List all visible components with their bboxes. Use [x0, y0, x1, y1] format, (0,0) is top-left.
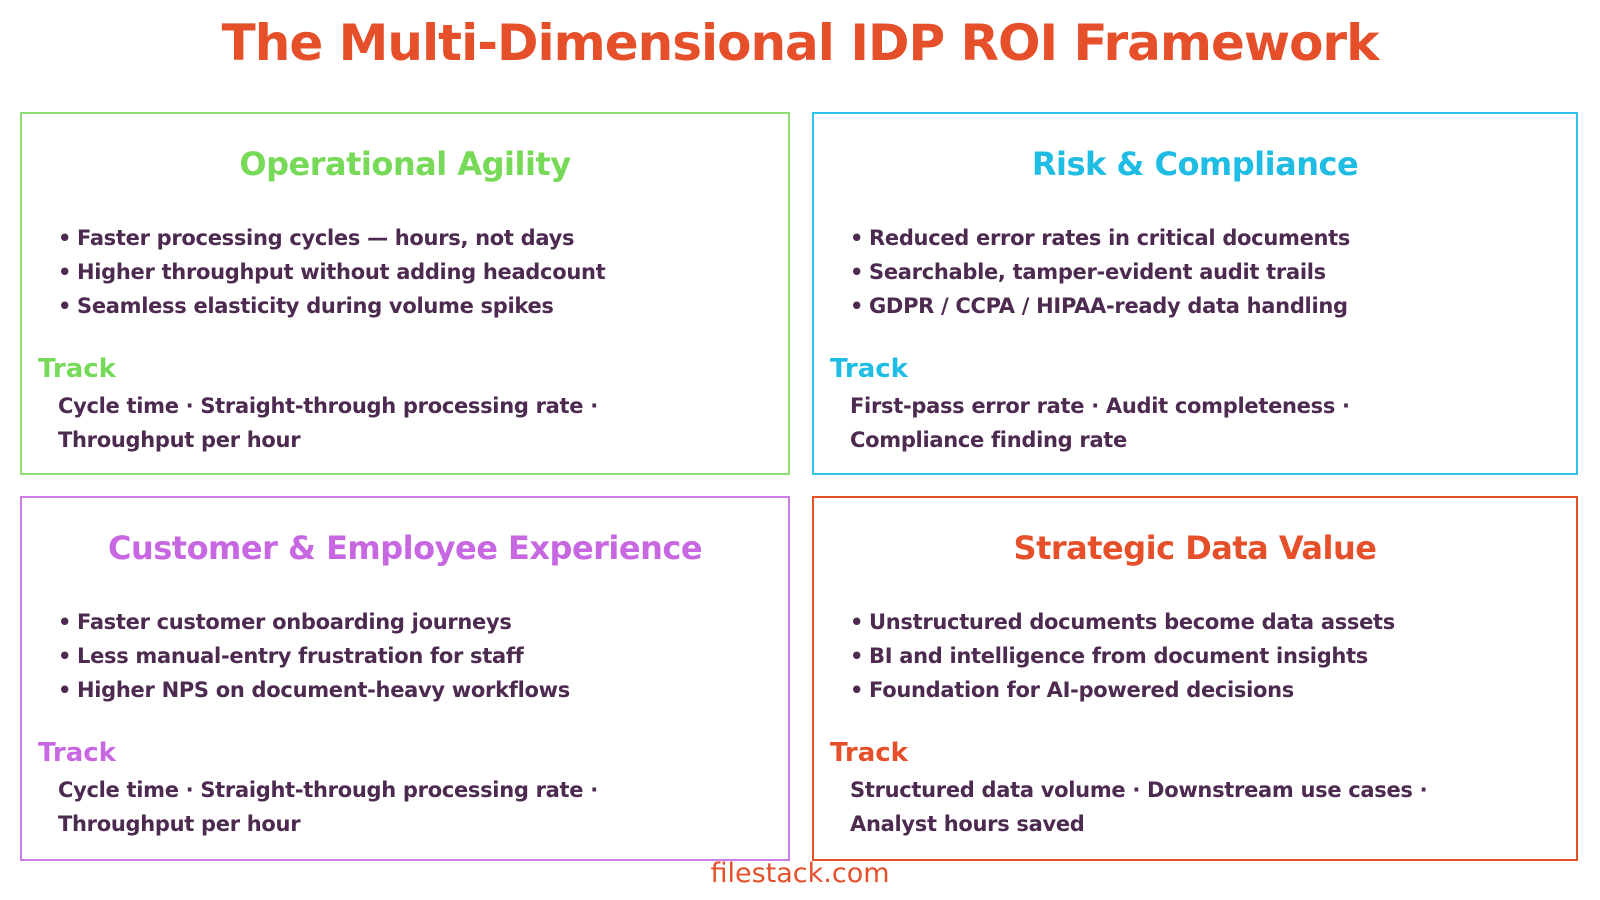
- track-metrics: Structured data volume · Downstream use …: [850, 773, 1576, 841]
- page-title: The Multi-Dimensional IDP ROI Framework: [221, 14, 1380, 72]
- bullet-item: Reduced error rates in critical document…: [850, 221, 1556, 255]
- quadrant-title: Customer & Employee Experience: [107, 529, 703, 567]
- bullet-item: Faster customer onboarding journeys: [58, 605, 768, 639]
- track-metrics-line2: Compliance finding rate: [850, 428, 1127, 452]
- bullet-list: Faster processing cycles — hours, not da…: [22, 221, 788, 323]
- track-metrics-line1: Cycle time · Straight-through processing…: [58, 778, 598, 802]
- quadrant-strategic-data-value: Strategic Data Value Unstructured docume…: [812, 496, 1578, 861]
- track-metrics-line1: Cycle time · Straight-through processing…: [58, 394, 598, 418]
- bullet-item: Higher NPS on document-heavy workflows: [58, 673, 768, 707]
- bullet-list: Unstructured documents become data asset…: [814, 605, 1576, 707]
- track-metrics: First-pass error rate · Audit completene…: [850, 389, 1576, 457]
- track-metrics-line1: Structured data volume · Downstream use …: [850, 778, 1428, 802]
- track-label: Track: [38, 354, 116, 384]
- quadrant-title: Strategic Data Value: [1013, 529, 1377, 567]
- bullet-item: BI and intelligence from document insigh…: [850, 639, 1556, 673]
- track-metrics-line2: Throughput per hour: [58, 428, 301, 452]
- quadrant-title: Risk & Compliance: [1031, 145, 1359, 183]
- track-metrics: Cycle time · Straight-through processing…: [58, 389, 788, 457]
- quadrant-risk-compliance: Risk & Compliance Reduced error rates in…: [812, 112, 1578, 475]
- footer-site-link[interactable]: filestack.com: [710, 858, 890, 889]
- track-label: Track: [830, 354, 908, 384]
- bullet-item: Searchable, tamper-evident audit trails: [850, 255, 1556, 289]
- quadrant-customer-employee-experience: Customer & Employee Experience Faster cu…: [20, 496, 790, 861]
- quadrant-operational-agility: Operational Agility Faster processing cy…: [20, 112, 790, 475]
- bullet-item: Seamless elasticity during volume spikes: [58, 289, 768, 323]
- bullet-item: Faster processing cycles — hours, not da…: [58, 221, 768, 255]
- bullet-item: Unstructured documents become data asset…: [850, 605, 1556, 639]
- track-metrics-line2: Analyst hours saved: [850, 812, 1085, 836]
- track-label: Track: [830, 738, 908, 768]
- bullet-item: GDPR / CCPA / HIPAA-ready data handling: [850, 289, 1556, 323]
- quadrant-title: Operational Agility: [239, 145, 571, 183]
- track-metrics: Cycle time · Straight-through processing…: [58, 773, 788, 841]
- track-label: Track: [38, 738, 116, 768]
- bullet-item: Higher throughput without adding headcou…: [58, 255, 768, 289]
- bullet-item: Foundation for AI-powered decisions: [850, 673, 1556, 707]
- track-metrics-line1: First-pass error rate · Audit completene…: [850, 394, 1350, 418]
- track-metrics-line2: Throughput per hour: [58, 812, 301, 836]
- bullet-list: Faster customer onboarding journeys Less…: [22, 605, 788, 707]
- bullet-item: Less manual-entry frustration for staff: [58, 639, 768, 673]
- bullet-list: Reduced error rates in critical document…: [814, 221, 1576, 323]
